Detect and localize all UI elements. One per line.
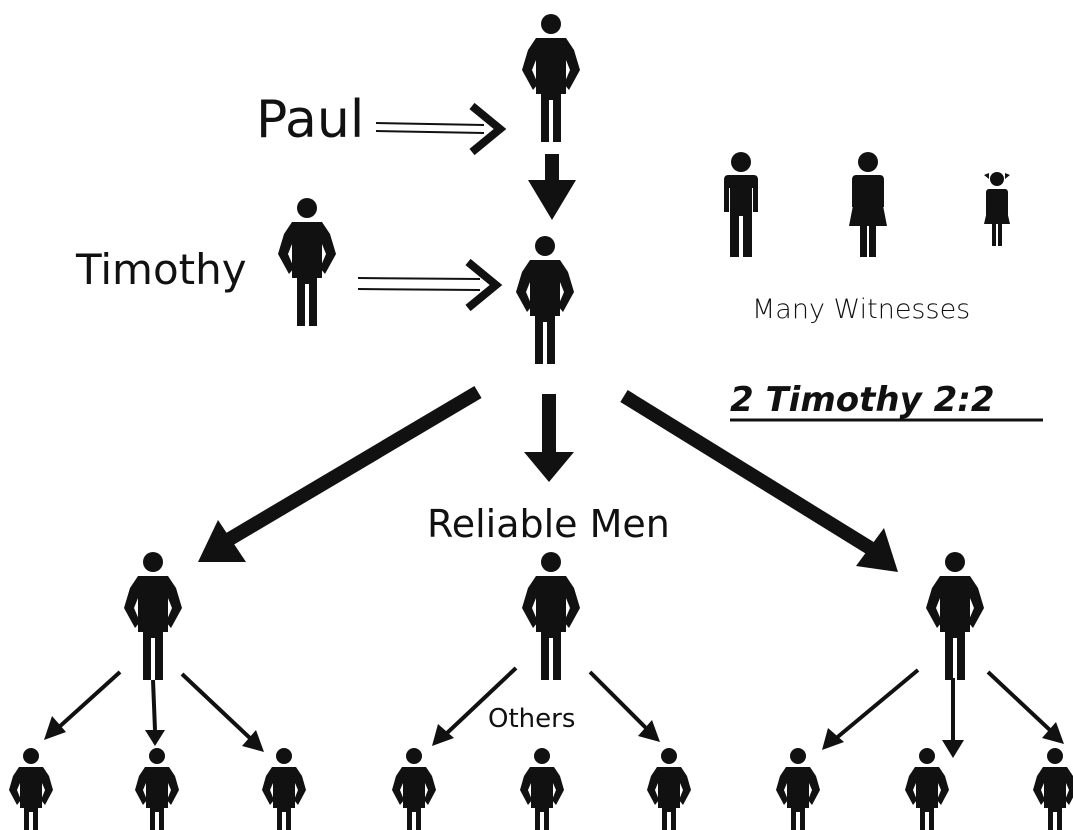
other-figure-icon xyxy=(262,748,306,830)
timothy-to-right-arrow-icon xyxy=(620,390,898,572)
other-figure-icon xyxy=(135,748,179,830)
other-figure-icon xyxy=(905,748,949,830)
scripture-reference: 2 Timothy 2:2 xyxy=(730,380,995,420)
other-figure-icon xyxy=(392,748,436,830)
reliable-man-left-icon xyxy=(124,552,182,680)
paul-to-timothy-arrow-icon xyxy=(528,154,576,220)
timothy-label: Timothy xyxy=(75,245,247,294)
timothy-to-left-arrow-icon xyxy=(198,385,482,562)
other-figure-icon xyxy=(9,748,53,830)
reliable-men-label: Reliable Men xyxy=(427,502,670,546)
witness-woman-icon xyxy=(849,152,887,257)
other-figure-icon xyxy=(1033,748,1073,830)
reliable-man-right-icon xyxy=(926,552,984,680)
other-figure-icon xyxy=(647,748,691,830)
reliable-man-center-icon xyxy=(522,552,580,680)
others-figures xyxy=(9,748,1073,830)
many-witnesses-label: Many Witnesses xyxy=(752,294,970,325)
timothy-to-center-arrow-icon xyxy=(524,394,574,482)
other-figure-icon xyxy=(776,748,820,830)
other-figure-icon xyxy=(520,748,564,830)
timothy-center-figure-icon xyxy=(516,236,574,364)
paul-figure-icon xyxy=(522,14,580,142)
witness-girl-icon xyxy=(984,172,1010,246)
others-label: Others xyxy=(488,704,575,734)
others-arrows xyxy=(44,666,1064,758)
paul-label: Paul xyxy=(256,90,364,150)
timothy-double-arrow-icon xyxy=(357,258,503,312)
timothy-side-figure-icon xyxy=(278,198,336,326)
paul-double-arrow-icon xyxy=(375,102,507,156)
witness-man-icon xyxy=(724,152,758,257)
